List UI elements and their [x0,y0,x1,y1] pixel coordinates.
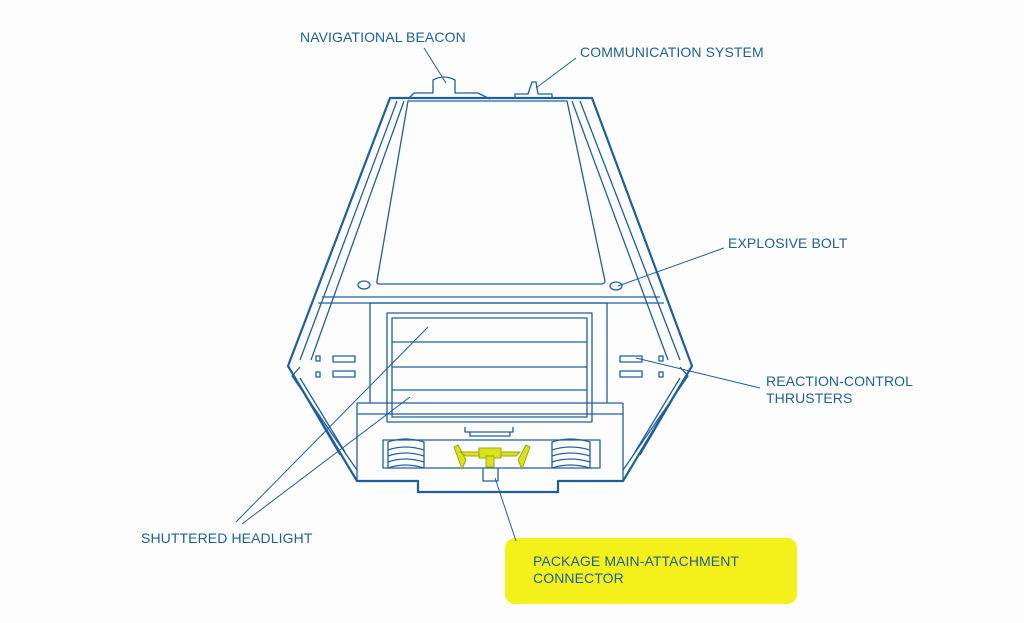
highlight-box [505,538,797,604]
label-thrusters: THRUSTERS [766,390,853,406]
explosive-bolt-left [357,280,371,290]
leader-lines [235,47,761,542]
headlight-frame [369,302,608,404]
label-explosive-bolt: EXPLOSIVE BOLT [728,235,848,251]
label-communication-system: COMMUNICATION SYSTEM [580,44,764,60]
bumpers [387,438,591,469]
communication-antenna [514,81,553,99]
label-package-connector: PACKAGE MAIN-ATTACHMENT [533,553,740,569]
label-shuttered-headlight: SHUTTERED HEADLIGHT [141,530,313,546]
explosive-bolt-right [609,281,623,291]
body-outline [286,96,694,494]
label-navigational-beacon: NAVIGATIONAL BEACON [300,29,466,45]
navigational-beacon [407,76,491,100]
label-connector: CONNECTOR [533,570,624,586]
top-window [376,100,606,285]
label-reaction-control: REACTION-CONTROL [766,373,914,389]
reaction-control-thrusters [315,355,664,378]
package-main-attachment-connector [453,444,531,470]
